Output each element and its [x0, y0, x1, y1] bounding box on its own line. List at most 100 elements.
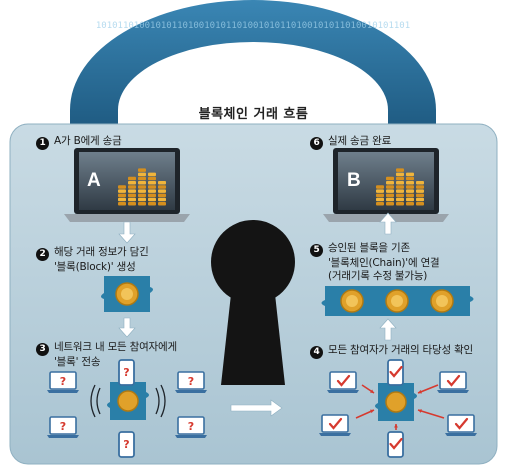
- step-5-number: 5: [310, 244, 323, 257]
- question-mark: ?: [123, 366, 129, 379]
- laptop-icon: [329, 371, 357, 390]
- keyhole-circle: [211, 220, 295, 304]
- check-mark: [389, 365, 403, 378]
- step-5-line-3: (거래기록 수정 불가능): [328, 270, 428, 282]
- coin: [396, 181, 404, 185]
- laptop-base: [437, 390, 469, 393]
- coin: [386, 181, 394, 185]
- laptop-icon: [49, 416, 77, 435]
- step-4-label: 4 모든 참여자가 거래의 타당성 확인: [310, 344, 473, 359]
- red-arrow-head: [370, 389, 374, 393]
- coin: [128, 176, 136, 181]
- coin: [158, 197, 166, 202]
- step-6-line-1: 실제 송금 완료: [328, 135, 392, 147]
- coin: [406, 181, 414, 185]
- laptop-icon: [49, 371, 77, 390]
- arrow-step3-to-4: [230, 399, 283, 417]
- coin: [148, 185, 156, 189]
- check-mark: [454, 417, 469, 430]
- laptop-base: [175, 390, 207, 393]
- coin: [158, 181, 166, 185]
- network-devices-step4: [319, 359, 477, 458]
- laptop-base: [47, 435, 79, 438]
- coin: [386, 193, 394, 198]
- arrow-step5-to-6: [379, 212, 397, 235]
- coin: [128, 202, 136, 206]
- step-4-line-1: 모든 참여자가 거래의 타당성 확인: [328, 344, 473, 356]
- laptop-base: [445, 433, 477, 436]
- coin: [406, 197, 414, 202]
- coin: [158, 202, 166, 206]
- coin: [376, 193, 384, 198]
- question-mark: ?: [188, 375, 194, 388]
- coin: [118, 197, 126, 202]
- coin: [138, 181, 146, 185]
- coin: [148, 197, 156, 202]
- coin: [416, 185, 424, 189]
- coin: [376, 202, 384, 206]
- step-2-line-2: '블록(Block)' 생성: [54, 261, 136, 273]
- coin: [148, 181, 156, 185]
- coin: [148, 193, 156, 198]
- coin: [138, 185, 146, 189]
- coin: [138, 172, 146, 177]
- red-arrow-head: [370, 409, 374, 414]
- check-mark: [336, 374, 351, 387]
- step-3-number: 3: [36, 343, 49, 356]
- chain-coin-center: [391, 295, 403, 307]
- coin: [396, 189, 404, 193]
- step-3-line-2: '블록' 전송: [54, 356, 101, 368]
- coin: [118, 189, 126, 193]
- step-3-label: 3 네트워크 내 모든 참여자에게 '블록' 전송: [36, 341, 177, 369]
- step-1-number: 1: [36, 137, 49, 150]
- step-4-number: 4: [310, 346, 323, 359]
- phone-icon: [118, 431, 135, 458]
- step-5-line-1: 승인된 블록을 기존: [328, 242, 410, 254]
- step-3-line-1: 네트워크 내 모든 참여자에게: [54, 341, 177, 353]
- phone-icon: [118, 359, 135, 386]
- coin: [148, 172, 156, 177]
- coin: [138, 193, 146, 198]
- chain-coin-center: [436, 295, 448, 307]
- laptop-b-label: B: [347, 170, 361, 191]
- red-arrow: [417, 409, 445, 419]
- coin: [406, 172, 414, 177]
- coin: [396, 168, 404, 172]
- red-arrow-head: [418, 389, 422, 394]
- block-step2: [101, 276, 153, 312]
- red-arrow-head: [394, 424, 398, 428]
- arrow-step4-to-5: [379, 318, 397, 341]
- network-step3: [90, 382, 166, 420]
- binary-pattern: 1010110100101011010010101101001010110100…: [96, 21, 410, 31]
- coin: [148, 189, 156, 193]
- coin: [416, 197, 424, 202]
- question-mark: ?: [60, 375, 66, 388]
- coin: [158, 189, 166, 193]
- coin: [416, 193, 424, 198]
- coin: [128, 193, 136, 198]
- coin: [158, 185, 166, 189]
- coin: [406, 185, 414, 189]
- coin: [118, 202, 126, 206]
- coin: [376, 189, 384, 193]
- coin: [386, 176, 394, 181]
- coin: [416, 181, 424, 185]
- coin: [416, 189, 424, 193]
- coin: [148, 202, 156, 206]
- coin: [396, 193, 404, 198]
- coin: [386, 202, 394, 206]
- check-mark: [389, 437, 403, 450]
- red-arrow-head: [418, 409, 422, 413]
- coin: [396, 185, 404, 189]
- laptop-base: [327, 390, 359, 393]
- coin: [128, 197, 136, 202]
- laptop-icon: [177, 371, 205, 390]
- lock-shackle: [70, 0, 436, 128]
- coin: [396, 197, 404, 202]
- red-arrow: [417, 384, 439, 394]
- laptop-a: [64, 148, 190, 222]
- laptop-icon: [447, 414, 475, 433]
